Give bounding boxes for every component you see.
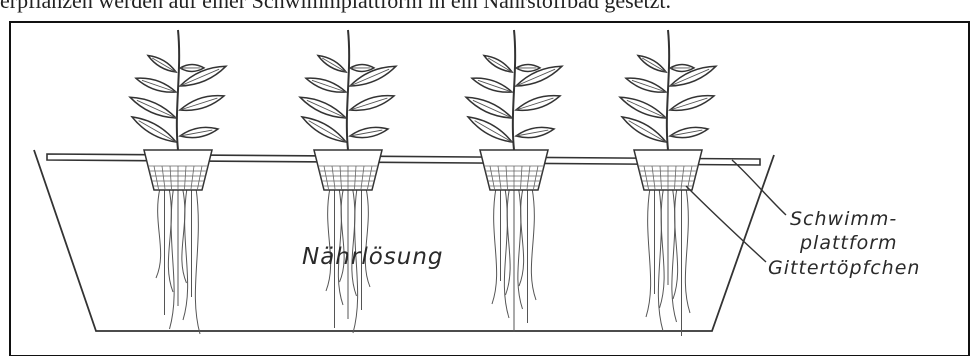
roots (492, 188, 536, 332)
stem (513, 30, 515, 150)
roots (646, 188, 690, 336)
roots (156, 188, 200, 334)
grid-pots-label: Gittertöpfchen (768, 257, 920, 279)
mesh-pot (314, 150, 382, 190)
platform-pointer (732, 160, 786, 215)
plant-3 (466, 30, 562, 332)
mesh-pot (480, 150, 548, 190)
stem (667, 30, 669, 150)
mesh-pot (144, 150, 212, 190)
stem (177, 30, 179, 150)
floating-platform-label-line1: Schwimm- (790, 208, 897, 230)
plant-2 (300, 30, 396, 333)
plant-1 (130, 30, 226, 334)
plants-layer (130, 30, 716, 336)
pot-pointer (686, 186, 766, 262)
stem (347, 30, 349, 150)
mesh-pot (634, 150, 702, 190)
plant-4 (620, 30, 716, 336)
nutrient-solution-label: Nährlösung (302, 244, 444, 270)
floating-platform-label-line2: plattform (800, 232, 898, 254)
